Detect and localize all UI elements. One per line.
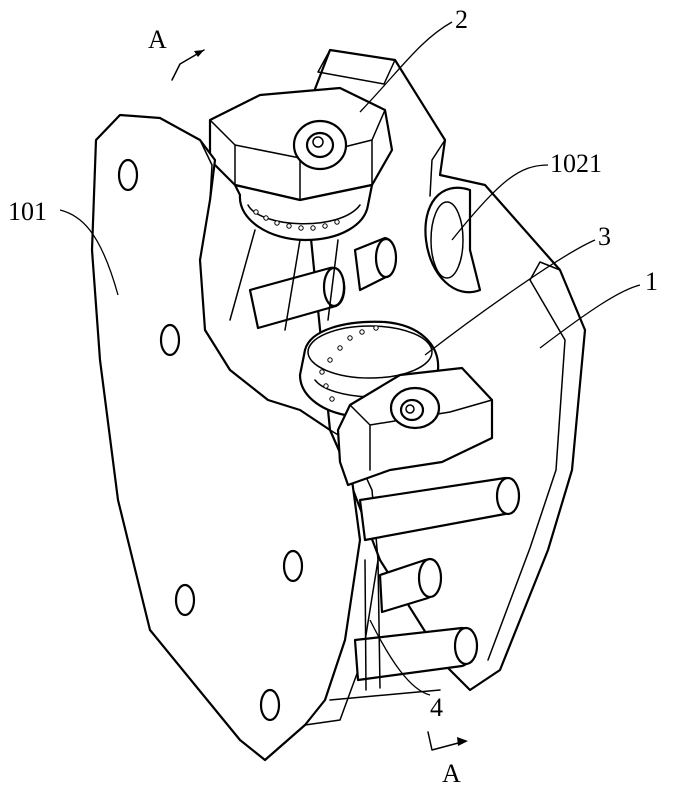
front-plate-hole-2 (161, 325, 179, 355)
section-arrowhead-top (194, 50, 204, 57)
front-plate-hole-1 (119, 160, 137, 190)
front-plate-hole-3 (284, 551, 302, 581)
rod-lower-3-end (455, 628, 477, 664)
rod-upper-right-end (376, 239, 396, 277)
rod-lower-1-end (497, 478, 519, 514)
label-1021: 1021 (550, 149, 602, 178)
front-plate-hole-4 (176, 585, 194, 615)
lower-spacer-edge (330, 690, 440, 700)
section-arrowhead-bottom (457, 737, 468, 746)
section-marker-top: A (148, 25, 204, 80)
section-arrow-bottom (428, 732, 462, 750)
label-3: 3 (598, 222, 611, 251)
section-marker-bottom-label: A (442, 759, 461, 788)
label-2: 2 (455, 5, 468, 34)
upper-block-bolt-inner (307, 133, 333, 157)
label-1: 1 (645, 267, 658, 296)
section-marker-bottom: A (428, 732, 468, 788)
lower-block-bolt-inner (401, 400, 423, 420)
rod-lower-2-end (419, 559, 441, 597)
front-plate-hole-5 (261, 690, 279, 720)
label-101: 101 (8, 197, 47, 226)
section-marker-top-label: A (148, 25, 167, 54)
label-4: 4 (430, 693, 443, 722)
